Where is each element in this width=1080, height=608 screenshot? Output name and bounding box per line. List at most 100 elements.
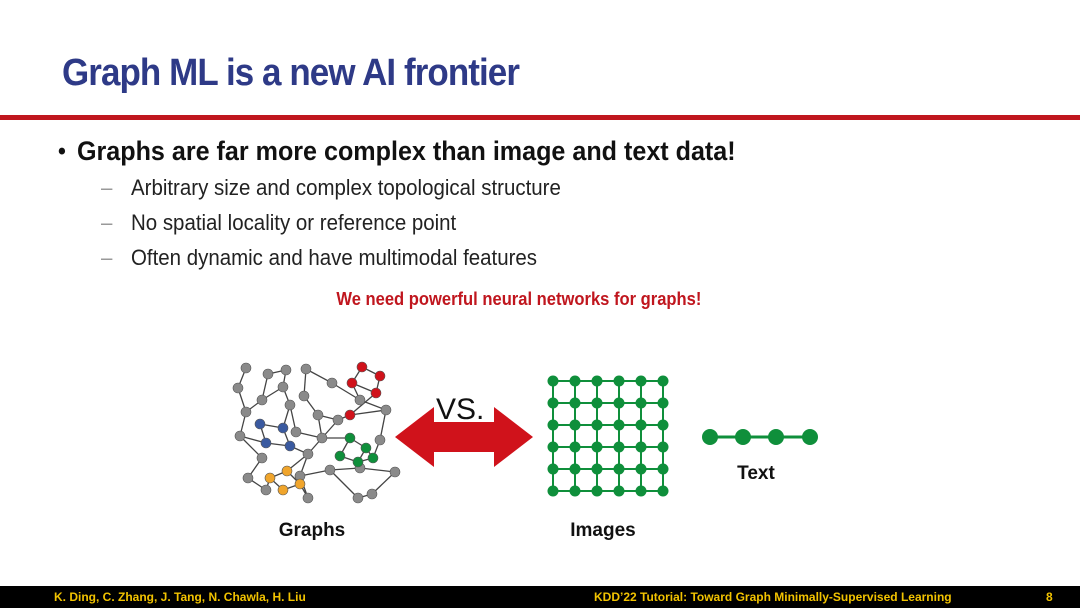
graph-node — [324, 464, 336, 476]
main-bullet-text: Graphs are far more complex than image a… — [76, 136, 736, 166]
grid-node — [657, 419, 669, 431]
graph-node — [352, 492, 364, 504]
grid-node — [635, 397, 647, 409]
graph-node — [332, 414, 344, 426]
graph-node — [281, 465, 293, 477]
grid-node — [635, 485, 647, 497]
grid-node — [591, 441, 603, 453]
images-label: Images — [570, 520, 635, 541]
graph-node — [316, 432, 328, 444]
grid-node — [591, 397, 603, 409]
grid-node — [635, 419, 647, 431]
footer-bar: K. Ding, C. Zhang, J. Tang, N. Chawla, H… — [0, 586, 1080, 608]
graph-node — [240, 406, 252, 418]
grid-node — [613, 485, 625, 497]
grid-node — [613, 375, 625, 387]
graph-edge — [329, 469, 359, 499]
grid-node — [569, 397, 581, 409]
graph-node — [260, 484, 272, 496]
graph-nodes — [232, 361, 401, 504]
sub-bullet: – Arbitrary size and complex topological… — [101, 175, 561, 201]
graph-node — [280, 364, 292, 376]
sub-bullet-marker: – — [101, 210, 113, 235]
sub-bullet-text: Often dynamic and have multimodal featur… — [130, 245, 537, 270]
graph-node — [300, 363, 312, 375]
grid-node — [547, 485, 559, 497]
graph-node — [284, 440, 296, 452]
graph-node — [232, 382, 244, 394]
graph-node — [326, 377, 338, 389]
grid-node — [613, 419, 625, 431]
title-divider — [0, 115, 1080, 120]
graph-node — [264, 472, 276, 484]
graph-edge — [359, 467, 396, 473]
graph-edge — [371, 471, 396, 495]
double-arrow — [395, 407, 533, 467]
text-chain-node — [768, 429, 784, 445]
highlight-text: We need powerful neural networks for gra… — [336, 289, 702, 309]
graph-node — [290, 426, 302, 438]
graph-node — [344, 409, 356, 421]
grid-node — [591, 419, 603, 431]
graph-node — [234, 430, 246, 442]
graph-node — [294, 478, 306, 490]
graph-node — [344, 432, 356, 444]
sub-bullet-marker: – — [101, 175, 113, 200]
graph-node — [356, 361, 368, 373]
grid-node — [547, 441, 559, 453]
graph-node — [256, 452, 268, 464]
graph-node — [312, 409, 324, 421]
graph-node — [334, 450, 346, 462]
grid-node — [657, 485, 669, 497]
grid-node — [569, 463, 581, 475]
grid-node — [569, 485, 581, 497]
graph-edge — [349, 409, 387, 416]
grid-node — [635, 463, 647, 475]
sub-bullet-marker: – — [101, 245, 113, 270]
graph-node — [354, 394, 366, 406]
footer-authors: K. Ding, C. Zhang, J. Tang, N. Chawla, H… — [54, 590, 306, 604]
grid-node — [547, 463, 559, 475]
grid-node — [657, 463, 669, 475]
grid-node — [657, 397, 669, 409]
footer-event: KDD’22 Tutorial: Toward Graph Minimally-… — [594, 590, 952, 604]
graph-node — [370, 387, 382, 399]
grid-node — [657, 441, 669, 453]
grid-node — [635, 375, 647, 387]
text-chain-node — [802, 429, 818, 445]
comparison-diagram: VS. Graphs Images Text — [232, 361, 818, 541]
graph-node — [262, 368, 274, 380]
sub-bullet-text: No spatial locality or reference point — [130, 210, 457, 235]
graph-node — [352, 456, 364, 468]
graph-node — [346, 377, 358, 389]
graph-node — [240, 362, 252, 374]
text-label: Text — [737, 463, 775, 484]
grid-node — [657, 375, 669, 387]
graph-node — [302, 448, 314, 460]
image-grid-lines — [552, 380, 664, 492]
graph-node — [367, 452, 379, 464]
grid-node — [591, 375, 603, 387]
footer-page-number: 8 — [1046, 590, 1053, 604]
graph-node — [242, 472, 254, 484]
main-bullet: • Graphs are far more complex than image… — [58, 136, 736, 167]
graph-node — [277, 484, 289, 496]
grid-node — [547, 375, 559, 387]
grid-node — [613, 397, 625, 409]
graph-node — [254, 418, 266, 430]
sub-bullet: – Often dynamic and have multimodal feat… — [101, 245, 537, 271]
grid-node — [569, 419, 581, 431]
grid-node — [569, 375, 581, 387]
grid-node — [613, 441, 625, 453]
graph-node — [260, 437, 272, 449]
text-chain-nodes — [702, 429, 818, 445]
sub-bullet-text: Arbitrary size and complex topological s… — [130, 175, 561, 200]
graphs-label: Graphs — [279, 520, 346, 541]
graph-node — [374, 370, 386, 382]
graph-node — [277, 422, 289, 434]
image-grid-nodes — [547, 375, 669, 497]
grid-node — [591, 485, 603, 497]
graph-node — [380, 404, 392, 416]
text-chain-node — [702, 429, 718, 445]
graph-node — [256, 394, 268, 406]
